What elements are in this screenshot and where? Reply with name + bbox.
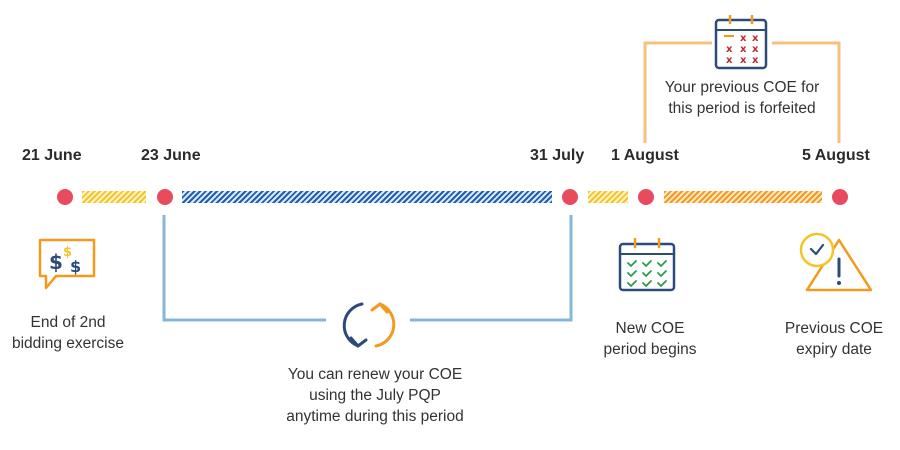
svg-text:x: x [752, 44, 759, 55]
segment-23-june-to-31-july [182, 191, 552, 203]
bidding-caption-line-2: bidding exercise [11, 335, 124, 352]
date-23-june: 23 June [141, 147, 201, 164]
forfeit-caption-line-1: Your previous COE for [664, 79, 820, 96]
svg-text:x: x [726, 44, 733, 55]
forfeit-caption: Your previous COE for this period is for… [642, 77, 842, 119]
segment-1-to-5-august [664, 191, 822, 203]
svg-text:x: x [740, 55, 747, 66]
milestone-dot-1-august [638, 189, 654, 205]
circular-arrows-icon [342, 302, 396, 348]
segment-21-to-23-june [82, 191, 146, 203]
milestone-dot-23-june [157, 189, 173, 205]
bidding-caption-line-1: End of 2nd [30, 314, 106, 331]
expiry-caption-line-2: expiry date [796, 341, 872, 358]
svg-text:x: x [726, 55, 733, 66]
milestone-dot-31-july [562, 189, 578, 205]
milestone-dot-21-june [57, 189, 73, 205]
forfeit-caption-line-2: this period is forfeited [668, 100, 816, 117]
clock-warning-icon [799, 232, 873, 292]
renew-caption-line-1: You can renew your COE [287, 366, 463, 383]
new-period-caption-line-1: New COE [615, 320, 685, 337]
date-31-july: 31 July [530, 147, 585, 164]
expiry-caption-line-1: Previous COE [784, 320, 884, 337]
svg-text:x: x [752, 55, 759, 66]
svg-text:x: x [740, 33, 747, 44]
renew-caption-line-3: anytime during this period [286, 408, 464, 425]
renew-caption-line-2: using the July PQP [309, 387, 441, 404]
renew-caption: You can renew your COE using the July PQ… [255, 364, 495, 427]
segment-31-july-to-1-august [588, 191, 628, 203]
svg-text:$: $ [70, 257, 81, 276]
date-5-august: 5 August [802, 147, 870, 164]
new-period-caption-line-2: period begins [603, 341, 697, 358]
bidding-caption: End of 2nd bidding exercise [0, 312, 136, 354]
svg-text:x: x [740, 44, 747, 55]
expiry-caption: Previous COE expiry date [770, 318, 898, 360]
svg-text:$: $ [49, 250, 63, 274]
calendar-check-icon [618, 238, 676, 292]
forfeit-period-bracket [643, 41, 841, 143]
new-period-caption: New COE period begins [585, 318, 715, 360]
renewal-period-bracket [162, 215, 573, 322]
dollar-speech-bubble-icon: $ $ $ [38, 238, 96, 290]
date-1-august: 1 August [611, 147, 679, 164]
milestone-dot-5-august [832, 189, 848, 205]
svg-text:x: x [752, 33, 759, 44]
date-21-june: 21 June [22, 147, 82, 164]
svg-text:$: $ [63, 245, 72, 260]
